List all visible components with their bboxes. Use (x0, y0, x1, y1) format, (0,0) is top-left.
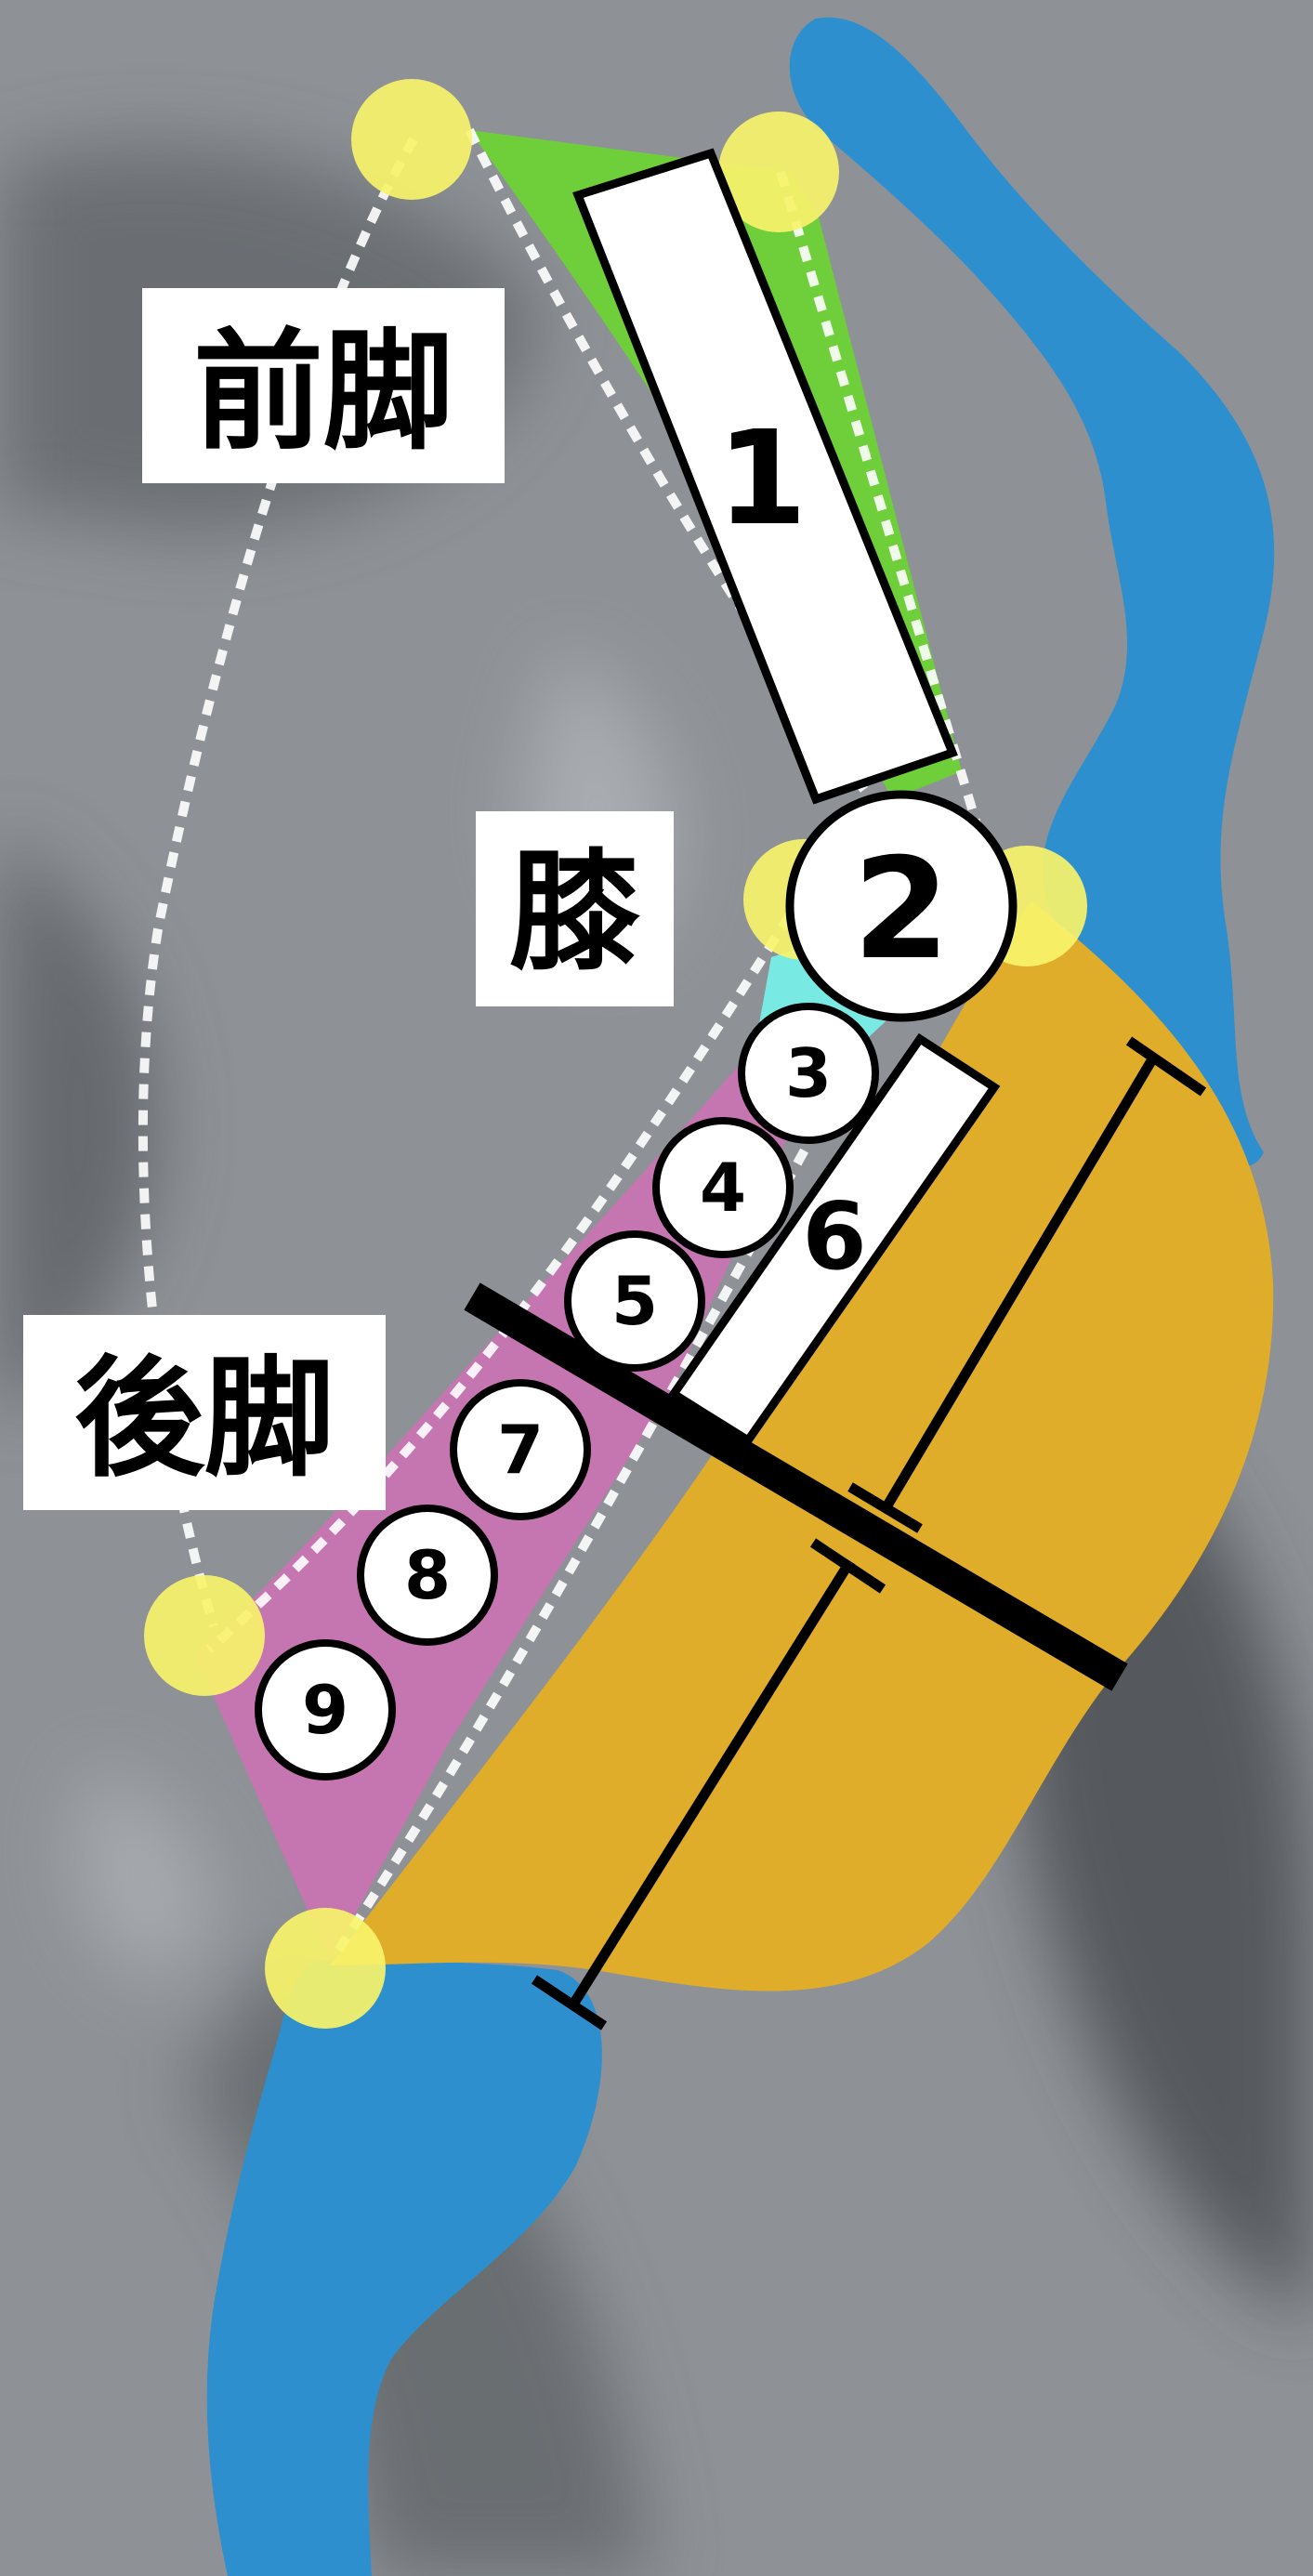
svg-text:膝: 膝 (509, 837, 640, 989)
upper-blue-structure (789, 17, 1275, 1166)
svg-text:9: 9 (302, 1671, 348, 1749)
svg-text:8: 8 (404, 1536, 451, 1614)
segment-6-label: 6 (802, 1182, 867, 1291)
dimension-bar-lower (531, 1538, 886, 2031)
svg-text:5: 5 (611, 1262, 658, 1340)
segment-1-label: 1 (716, 403, 807, 555)
segment-5-circle: 5 (564, 1230, 705, 1372)
segment-8-circle: 8 (357, 1505, 498, 1646)
svg-text:7: 7 (497, 1411, 544, 1489)
lower-blue-structure (206, 1961, 602, 2576)
label-knee: 膝 (476, 811, 674, 1006)
landmark-posterior (144, 1575, 265, 1696)
svg-text:後脚: 後脚 (74, 1344, 335, 1495)
svg-text:3: 3 (785, 1034, 832, 1112)
segment-6-rect: 6 (667, 1032, 1001, 1447)
gold-region (330, 901, 1274, 1991)
svg-text:4: 4 (700, 1149, 746, 1227)
segment-2-circle: 2 (785, 790, 1018, 1022)
segment-1-rect: 1 (572, 148, 958, 805)
dimension-bar-upper (847, 1036, 1207, 1533)
landmark-bottom (265, 1908, 386, 2029)
svg-text:前脚: 前脚 (193, 317, 453, 468)
label-posterior-limb: 後脚 (23, 1315, 386, 1510)
separator-line (464, 1282, 1128, 1691)
landmark-anterior-top (351, 79, 472, 200)
landmark-top-right (718, 112, 839, 232)
segment-4-circle: 4 (652, 1117, 794, 1258)
segment-2-label: 2 (853, 829, 950, 991)
segment-3-circle: 3 (738, 1003, 879, 1144)
label-anterior-limb: 前脚 (142, 288, 505, 483)
segment-7-circle: 7 (450, 1379, 591, 1520)
segment-9-circle: 9 (255, 1639, 396, 1781)
